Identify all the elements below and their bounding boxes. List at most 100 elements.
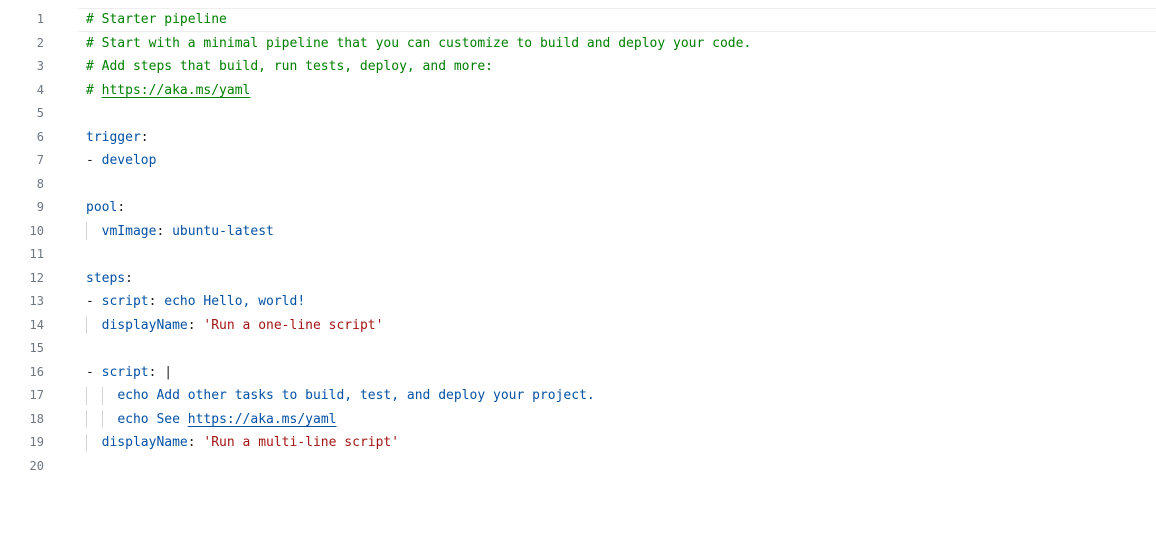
list-dash: - xyxy=(86,364,102,380)
line-number: 7 xyxy=(36,153,44,167)
line-content: vmImage: ubuntu-latest xyxy=(86,220,274,244)
line-number: 19 xyxy=(29,435,44,449)
whitespace xyxy=(86,388,102,403)
code-line[interactable]: 10 vmImage: ubuntu-latest xyxy=(0,220,1156,244)
whitespace xyxy=(102,412,118,427)
comment-token: # Add steps that build, run tests, deplo… xyxy=(86,59,493,74)
code-line[interactable]: 4 # https://aka.ms/yaml xyxy=(0,79,1156,103)
line-number: 9 xyxy=(36,200,44,214)
indent-guide xyxy=(86,222,87,240)
line-number: 8 xyxy=(36,176,44,191)
line-content: - script: echo Hello, world! xyxy=(86,290,305,314)
line-content: echo Add other tasks to build, test, and… xyxy=(86,384,595,408)
yaml-value: echo See xyxy=(117,411,188,427)
line-number: 5 xyxy=(36,106,44,120)
punctuation: : xyxy=(125,270,133,286)
code-line[interactable]: 9 pool: xyxy=(0,196,1156,220)
line-content: displayName: 'Run a one-line script' xyxy=(86,314,383,338)
line-number: 11 xyxy=(29,247,44,261)
code-line[interactable]: 18 echo See https://aka.ms/yaml xyxy=(0,408,1156,432)
line-number: 13 xyxy=(29,294,44,308)
yaml-value: ubuntu-latest xyxy=(172,223,274,239)
line-number: 2 xyxy=(36,35,44,50)
code-line[interactable]: 6 trigger: xyxy=(0,126,1156,150)
indent-guide xyxy=(86,433,87,452)
line-content: # https://aka.ms/yaml xyxy=(86,79,250,103)
line-number: 6 xyxy=(36,129,44,144)
punctuation: : xyxy=(156,223,173,239)
punctuation: : xyxy=(148,364,165,380)
punctuation: : xyxy=(187,317,204,333)
code-line[interactable]: 15 xyxy=(0,337,1156,361)
line-number: 16 xyxy=(29,364,44,379)
line-content: steps: xyxy=(86,267,133,291)
code-line[interactable]: 3 # Add steps that build, run tests, depl… xyxy=(0,55,1156,79)
code-line[interactable]: 1 # Starter pipeline xyxy=(0,8,1156,32)
code-line[interactable]: 14 displayName: 'Run a one-line script' xyxy=(0,314,1156,338)
whitespace xyxy=(86,224,102,239)
line-number: 3 xyxy=(36,59,44,73)
code-line[interactable]: 16 - script: | xyxy=(0,361,1156,385)
punctuation: : xyxy=(148,294,165,309)
whitespace xyxy=(86,435,102,450)
line-content: displayName: 'Run a multi-line script' xyxy=(86,431,399,455)
line-number: 1 xyxy=(36,12,44,26)
line-number: 17 xyxy=(29,388,44,402)
indent-guide xyxy=(86,410,87,428)
line-content: - script: | xyxy=(86,361,172,385)
value-link[interactable]: https://aka.ms/yaml xyxy=(187,411,337,427)
whitespace xyxy=(86,412,102,427)
punctuation: | xyxy=(164,364,173,380)
line-content: # Starter pipeline xyxy=(86,8,227,32)
punctuation: : xyxy=(187,435,204,450)
comment-link[interactable]: https://aka.ms/yaml xyxy=(101,82,251,98)
punctuation: : xyxy=(140,129,149,145)
code-line[interactable]: 8 xyxy=(0,173,1156,197)
code-line[interactable]: 17 echo Add other tasks to build, test, … xyxy=(0,384,1156,408)
line-number: 14 xyxy=(29,317,44,332)
string-value: 'Run a multi-line script' xyxy=(203,435,400,450)
code-line[interactable]: 19 displayName: 'Run a multi-line script… xyxy=(0,431,1156,455)
yaml-key: trigger xyxy=(86,129,141,145)
line-number: 4 xyxy=(36,82,44,97)
comment-token: # xyxy=(86,82,102,98)
string-value: 'Run a one-line script' xyxy=(203,317,384,333)
punctuation: : xyxy=(117,200,126,215)
code-line[interactable]: 7 - develop xyxy=(0,149,1156,173)
list-dash: - xyxy=(86,294,102,309)
yaml-key: displayName xyxy=(101,435,188,450)
yaml-key: steps xyxy=(86,270,126,286)
comment-token: # Start with a minimal pipeline that you… xyxy=(86,35,752,51)
yaml-key: displayName xyxy=(101,317,188,333)
editor-lines: 1 # Starter pipeline 2 # Start with a minim… xyxy=(0,8,1156,478)
indent-guide xyxy=(86,386,87,405)
code-line[interactable]: 5 xyxy=(0,102,1156,126)
line-number: 10 xyxy=(29,223,44,238)
yaml-value: echo Hello, world! xyxy=(164,294,306,309)
line-content: trigger: xyxy=(86,126,149,150)
code-line[interactable]: 20 xyxy=(0,455,1156,479)
yaml-value: develop xyxy=(101,153,157,168)
yaml-key: script xyxy=(101,364,149,380)
line-number: 15 xyxy=(29,341,44,355)
yaml-value: echo Add other tasks to build, test, and… xyxy=(117,388,595,403)
line-number: 20 xyxy=(29,458,44,473)
line-number: 18 xyxy=(29,411,44,426)
yaml-key: vmImage xyxy=(101,223,157,239)
code-line[interactable]: 12 steps: xyxy=(0,267,1156,291)
code-line[interactable]: 11 xyxy=(0,243,1156,267)
code-line[interactable]: 2 # Start with a minimal pipeline that yo… xyxy=(0,32,1156,56)
whitespace xyxy=(86,318,102,333)
list-dash: - xyxy=(86,153,102,168)
indent-guide xyxy=(86,316,87,334)
indent-guide xyxy=(101,410,103,428)
code-line[interactable]: 13 - script: echo Hello, world! xyxy=(0,290,1156,314)
line-content: # Add steps that build, run tests, deplo… xyxy=(86,55,493,79)
line-content: pool: xyxy=(86,196,125,220)
line-content: # Start with a minimal pipeline that you… xyxy=(86,32,751,56)
line-number: 12 xyxy=(29,270,44,285)
comment-token: # Starter pipeline xyxy=(86,12,227,27)
line-content: echo See https://aka.ms/yaml xyxy=(86,408,336,432)
yaml-key: script xyxy=(101,294,149,309)
